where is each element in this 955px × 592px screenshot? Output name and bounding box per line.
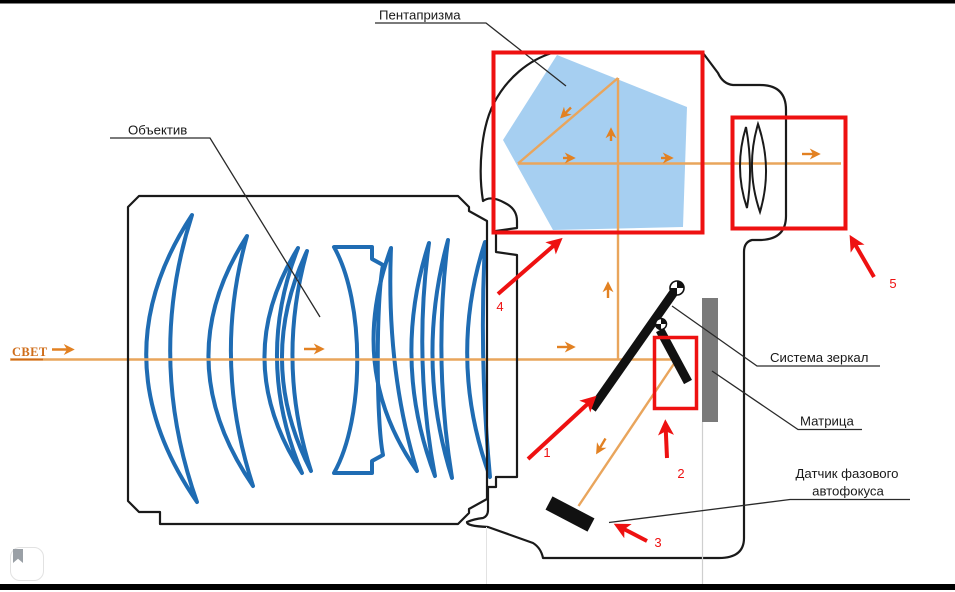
leader-line-pentaprism	[375, 22, 567, 87]
lens-element	[280, 249, 313, 473]
lens-element	[465, 240, 492, 479]
lens-element	[409, 241, 437, 478]
callout-arrow-4	[496, 237, 563, 296]
highlight-box-viewfinder	[730, 115, 848, 231]
leader-line-af-sensor	[608, 498, 910, 524]
sensor-label: Матрица	[800, 414, 854, 429]
callout-number-3: 3	[654, 535, 661, 550]
leader-line-lens	[110, 137, 321, 318]
lens-element	[144, 213, 199, 504]
light-label: СВЕТ	[12, 345, 48, 359]
af-sensor-bar	[545, 496, 595, 532]
pentaprism-shape	[503, 55, 687, 230]
lens-barrel-outline	[126, 194, 489, 526]
highlight-box-pentaprism	[491, 50, 705, 235]
arrow-down-left-icon	[560, 106, 572, 119]
lens-element	[206, 234, 255, 488]
camera-body-outline	[465, 51, 788, 560]
mirror-pivots	[654, 280, 685, 331]
leader-line-mirror-system	[671, 305, 880, 367]
eyepiece-lens	[739, 126, 751, 209]
light-direction-arrows	[52, 106, 821, 455]
pentaprism-label: Пентапризма	[379, 8, 461, 23]
arrow-down-left-icon	[596, 437, 607, 455]
callout-arrow-1	[526, 395, 597, 461]
lens-label: Объектив	[128, 123, 187, 138]
bookmark-button[interactable]	[10, 547, 44, 581]
lens-element	[262, 246, 304, 475]
light-path	[10, 77, 841, 507]
lens-element	[430, 238, 454, 480]
callout-number-4: 4	[496, 299, 503, 314]
af-sensor-label-line2: автофокуса	[812, 484, 884, 499]
pivot-quadrants	[670, 281, 684, 295]
eyepiece-lens	[751, 120, 767, 216]
leader-line-sensor	[711, 370, 862, 431]
pivot-quadrants	[655, 318, 667, 330]
light-path-af-diagonal	[577, 359, 678, 507]
lens-elements	[144, 213, 492, 504]
callout-number-2: 2	[677, 466, 684, 481]
top-border	[0, 0, 955, 4]
light-path-prism-diagonal	[517, 77, 619, 165]
bottom-border	[0, 584, 955, 590]
callout-number-1: 1	[543, 445, 550, 460]
main-mirror	[588, 289, 678, 412]
highlight-box-secondary-mirror	[652, 335, 699, 411]
bookmark-icon	[13, 549, 23, 563]
camera-outlines	[126, 51, 788, 560]
eyepiece-lenses	[739, 120, 767, 216]
callout-arrows	[496, 234, 876, 543]
callout-arrow-5	[849, 234, 876, 279]
callout-arrow-3	[613, 523, 648, 543]
image-sensor-bar	[702, 298, 718, 422]
callout-arrow-2	[658, 419, 674, 459]
callout-number-5: 5	[889, 276, 896, 291]
label-lines	[110, 22, 910, 524]
af-sensor-label-line1: Датчик фазового	[795, 466, 898, 481]
mirror-system-label: Система зеркал	[770, 350, 868, 365]
highlight-boxes	[491, 50, 848, 411]
lens-element	[371, 246, 419, 473]
